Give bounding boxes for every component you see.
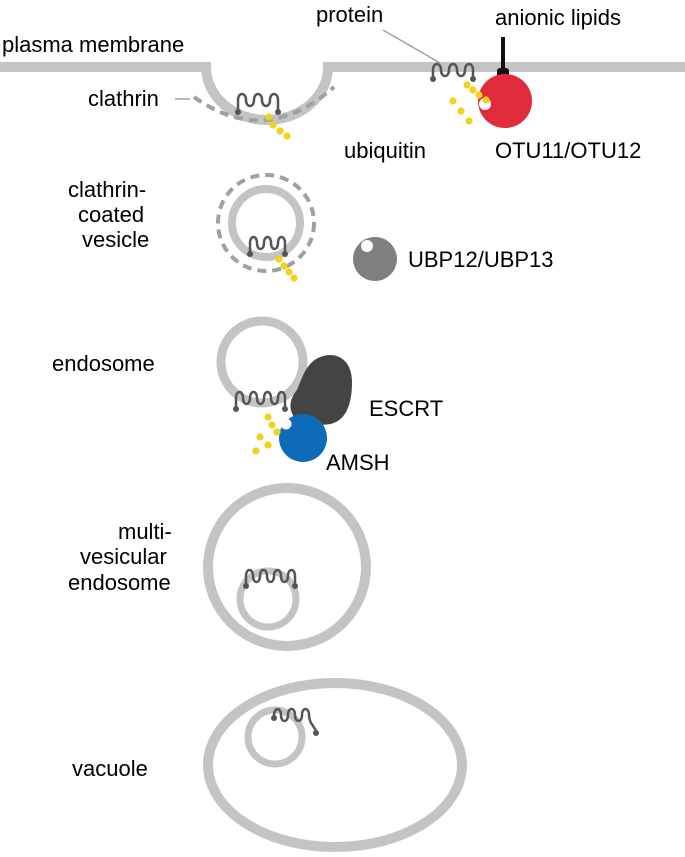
label-otu: OTU11/OTU12	[495, 138, 641, 163]
clathrin-coat-pit	[192, 85, 336, 123]
label-vacuole: vacuole	[72, 756, 148, 781]
protein-mve	[243, 568, 298, 589]
label-mve-1: multi-	[118, 519, 172, 544]
ubiquitin-chain-pit	[265, 113, 291, 140]
label-ubiquitin: ubiquitin	[344, 138, 426, 163]
label-ccv-2: coated	[78, 202, 144, 227]
endosome-membrane	[216, 316, 308, 408]
label-ccv-1: clathrin-	[68, 177, 146, 202]
label-amsh: AMSH	[326, 450, 390, 475]
label-mve-2: vesicular	[80, 544, 167, 569]
protein-ccv	[247, 235, 288, 257]
vacuole-membrane	[203, 678, 467, 852]
escrt-complex	[290, 355, 352, 425]
mve-membrane	[203, 483, 371, 651]
ubp-active-site	[361, 240, 373, 252]
protein-pit	[235, 92, 281, 115]
protein-surface	[430, 62, 476, 82]
label-plasma-membrane: plasma membrane	[2, 32, 184, 57]
protein-leader	[382, 29, 441, 64]
label-anionic-lipids: anionic lipids	[495, 5, 621, 30]
label-ccv-3: vesicle	[82, 227, 149, 252]
ubiquitin-chain-ccv	[275, 255, 298, 282]
anionic-lipid-icon	[501, 37, 505, 77]
ubiquitin-chain-endosome	[264, 413, 281, 436]
free-ubiquitin-surface	[449, 97, 473, 125]
label-clathrin: clathrin	[88, 86, 159, 111]
label-ubp: UBP12/UBP13	[408, 247, 554, 272]
ccv-coat	[216, 173, 316, 273]
otu-protein	[478, 74, 532, 128]
free-ubiquitin-endosome	[252, 433, 272, 455]
ubiquitin-chain-surface	[463, 81, 490, 104]
mve-intralumenal-vesicle	[236, 567, 300, 631]
protein-vacuole	[271, 707, 319, 736]
label-mve-3: endosome	[68, 570, 171, 595]
protein-endosome	[233, 390, 288, 412]
ccv-membrane	[228, 185, 304, 261]
label-protein: protein	[316, 2, 383, 27]
label-endosome: endosome	[52, 351, 155, 376]
label-escrt: ESCRT	[369, 396, 443, 421]
amsh-active-site	[280, 418, 292, 430]
ubp-protein	[353, 237, 397, 281]
